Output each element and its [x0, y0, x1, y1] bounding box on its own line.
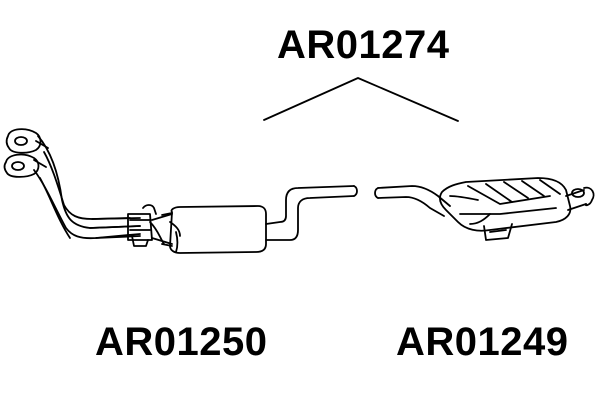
- middle-silencer: [161, 205, 267, 254]
- rear-pipe-section: [374, 185, 451, 217]
- intermediate-pipe: [265, 185, 358, 241]
- pointer-lines: [263, 77, 459, 122]
- part-number-center: AR01274: [277, 23, 450, 67]
- rear-silencer: [439, 177, 595, 241]
- front-pipe-section: [3, 128, 173, 247]
- part-number-left: AR01250: [95, 320, 268, 364]
- part-number-right: AR01249: [396, 320, 569, 364]
